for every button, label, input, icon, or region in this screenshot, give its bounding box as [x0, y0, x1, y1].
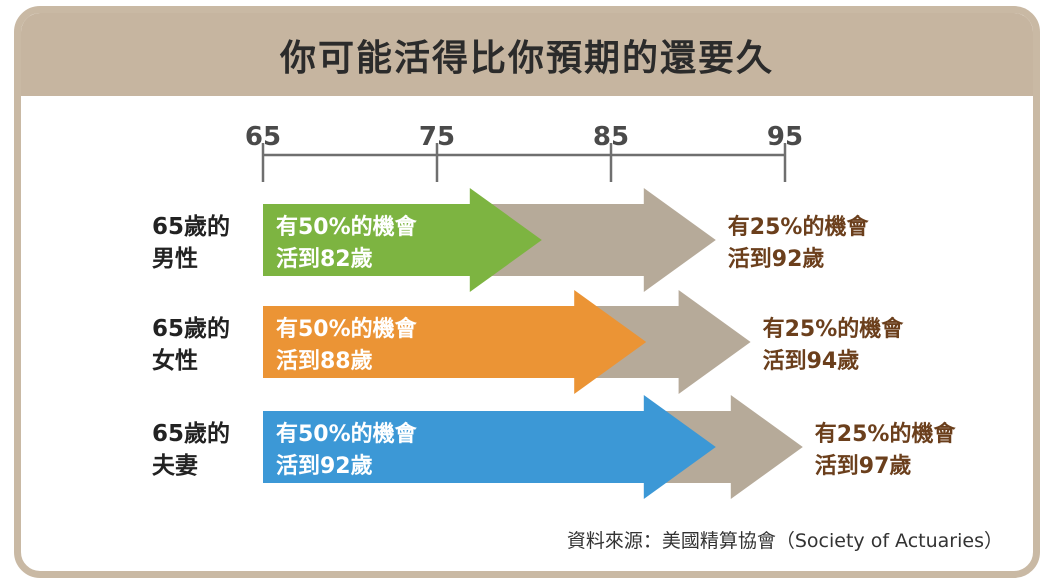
arrow-50pct	[263, 188, 542, 292]
source-note: 資料來源：美國精算協會（Society of Actuaries）	[567, 530, 1003, 552]
label-50pct: 活到82歲	[276, 247, 373, 272]
label-50pct: 活到88歲	[276, 349, 373, 374]
label-25pct: 活到94歲	[763, 349, 860, 374]
label-25pct: 活到97歲	[815, 454, 912, 479]
x-axis-tick-label: 65	[245, 122, 281, 152]
label-25pct: 有25%的機會	[763, 316, 905, 342]
row-label: 夫妻	[152, 452, 198, 479]
label-50pct: 有50%的機會	[276, 421, 418, 447]
row-label: 65歲的	[152, 213, 230, 240]
x-axis-tick-label: 75	[419, 122, 455, 152]
label-25pct: 有25%的機會	[728, 214, 870, 240]
arrow-50pct	[263, 395, 716, 499]
label-50pct: 有50%的機會	[276, 316, 418, 342]
label-50pct: 有50%的機會	[276, 214, 418, 240]
chart-title: 你可能活得比你預期的還要久	[279, 37, 774, 79]
label-25pct: 活到92歲	[728, 247, 825, 272]
arrow-50pct	[263, 290, 647, 394]
x-axis-tick-label: 85	[593, 122, 629, 152]
x-axis-tick-label: 95	[767, 122, 803, 152]
row-label: 女性	[152, 347, 198, 374]
row-label: 65歲的	[152, 315, 230, 342]
row-label: 65歲的	[152, 420, 230, 447]
label-25pct: 有25%的機會	[815, 421, 957, 447]
label-50pct: 活到92歲	[276, 454, 373, 479]
title-bar: 你可能活得比你預期的還要久	[21, 13, 1033, 96]
row-label: 男性	[152, 246, 198, 272]
